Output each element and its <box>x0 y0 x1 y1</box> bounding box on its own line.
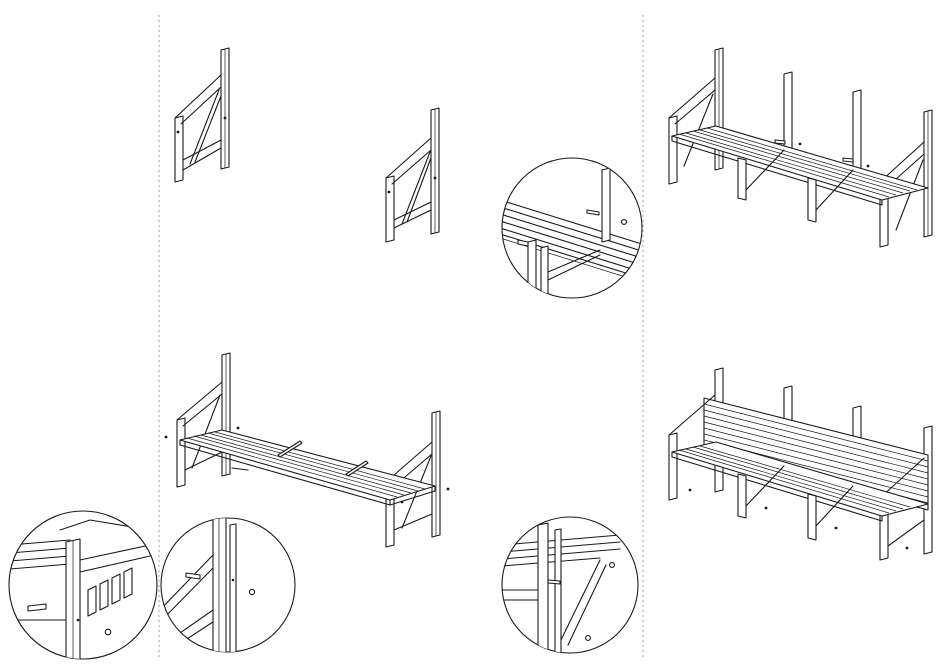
zoom-detail-seat-fixing <box>500 158 645 302</box>
bench-with-back-posts <box>669 48 932 247</box>
side-frame-left <box>175 48 229 182</box>
zoom-detail-armrest <box>9 511 157 663</box>
side-frame-right <box>386 108 439 242</box>
zoom-detail-armrest-corner <box>502 517 638 662</box>
seat-assembly-step <box>165 353 450 547</box>
bench-complete <box>669 368 932 560</box>
zoom-detail-side-bolt <box>160 515 295 663</box>
